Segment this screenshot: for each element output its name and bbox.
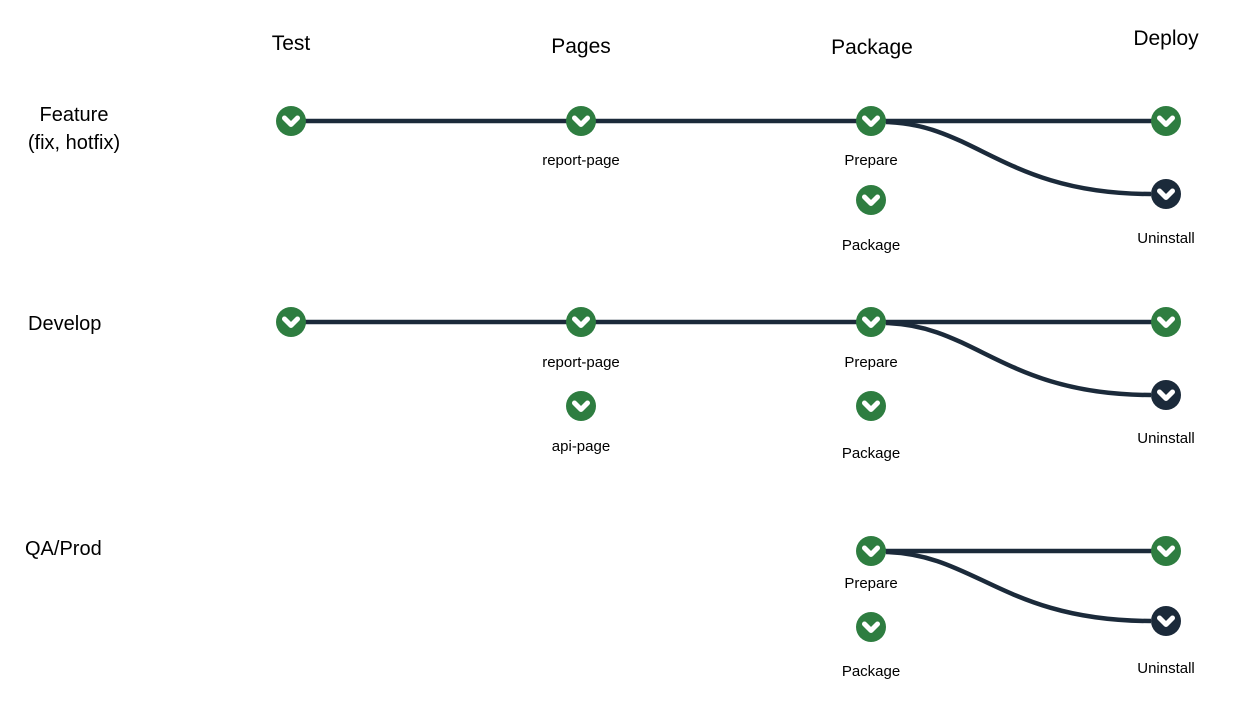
chevron-down-icon	[572, 115, 590, 127]
chevron-down-icon	[862, 545, 880, 557]
connector-feature-uninstall	[885, 119, 1152, 197]
chevron-down-icon	[1157, 188, 1175, 200]
chevron-down-icon	[862, 316, 880, 328]
chevron-down-icon	[1157, 115, 1175, 127]
job-node-feature-deploy[interactable]	[1151, 106, 1181, 136]
chevron-down-icon	[282, 316, 300, 328]
job-label-qaprod-uninstall: Uninstall	[1137, 660, 1195, 677]
job-node-qaprod-deploy[interactable]	[1151, 536, 1181, 566]
chevron-down-icon	[862, 115, 880, 127]
chevron-down-icon	[1157, 545, 1175, 557]
chevron-down-icon	[1157, 389, 1175, 401]
branch-label-feature: Feature (fix, hotfix)	[0, 101, 148, 157]
branch-label-feature-line1: Feature	[39, 104, 109, 126]
job-label-feature-pages: report-page	[542, 152, 620, 169]
job-label-develop-prepare: Prepare	[844, 354, 898, 371]
job-node-qaprod-uninstall[interactable]	[1151, 606, 1181, 636]
chevron-down-icon	[1157, 316, 1175, 328]
stage-header-package: Package	[831, 36, 913, 59]
job-node-feature-prepare[interactable]	[856, 106, 886, 136]
job-node-feature-uninstall[interactable]	[1151, 179, 1181, 209]
branch-label-develop: Develop	[28, 313, 102, 335]
stage-header-deploy: Deploy	[1133, 27, 1199, 50]
chevron-down-icon	[572, 400, 590, 412]
connector-develop-uninstall	[885, 320, 1152, 398]
job-node-feature-package[interactable]	[856, 185, 886, 215]
job-node-develop-package[interactable]	[856, 391, 886, 421]
connector-qaprod-uninstall	[885, 549, 1152, 624]
job-node-qaprod-prepare[interactable]	[856, 536, 886, 566]
job-label-feature-package: Package	[841, 237, 901, 254]
chevron-down-icon	[862, 621, 880, 633]
job-label-feature-uninstall: Uninstall	[1137, 230, 1195, 247]
chevron-down-icon	[1157, 615, 1175, 627]
branch-label-feature-line2: (fix, hotfix)	[27, 132, 121, 154]
chevron-down-icon	[862, 400, 880, 412]
job-label-develop-api-page: api-page	[551, 438, 611, 455]
job-label-feature-prepare: Prepare	[844, 152, 898, 169]
chevron-down-icon	[862, 194, 880, 206]
job-node-qaprod-package[interactable]	[856, 612, 886, 642]
job-node-develop-test[interactable]	[276, 307, 306, 337]
job-label-qaprod-prepare: Prepare	[844, 575, 898, 592]
chevron-down-icon	[282, 115, 300, 127]
chevron-down-icon	[572, 316, 590, 328]
job-node-develop-prepare[interactable]	[856, 307, 886, 337]
job-node-feature-test[interactable]	[276, 106, 306, 136]
branch-label-qaprod: QA/Prod	[25, 538, 102, 560]
job-label-develop-uninstall: Uninstall	[1137, 430, 1195, 447]
job-label-qaprod-package: Package	[841, 663, 901, 680]
job-node-develop-api-page[interactable]	[566, 391, 596, 421]
job-label-develop-package: Package	[841, 445, 901, 462]
stage-header-pages: Pages	[551, 35, 611, 58]
stage-header-test: Test	[271, 32, 311, 55]
job-label-develop-pages: report-page	[542, 354, 620, 371]
job-node-develop-uninstall[interactable]	[1151, 380, 1181, 410]
job-node-develop-pages[interactable]	[566, 307, 596, 337]
job-node-feature-pages[interactable]	[566, 106, 596, 136]
job-node-develop-deploy[interactable]	[1151, 307, 1181, 337]
